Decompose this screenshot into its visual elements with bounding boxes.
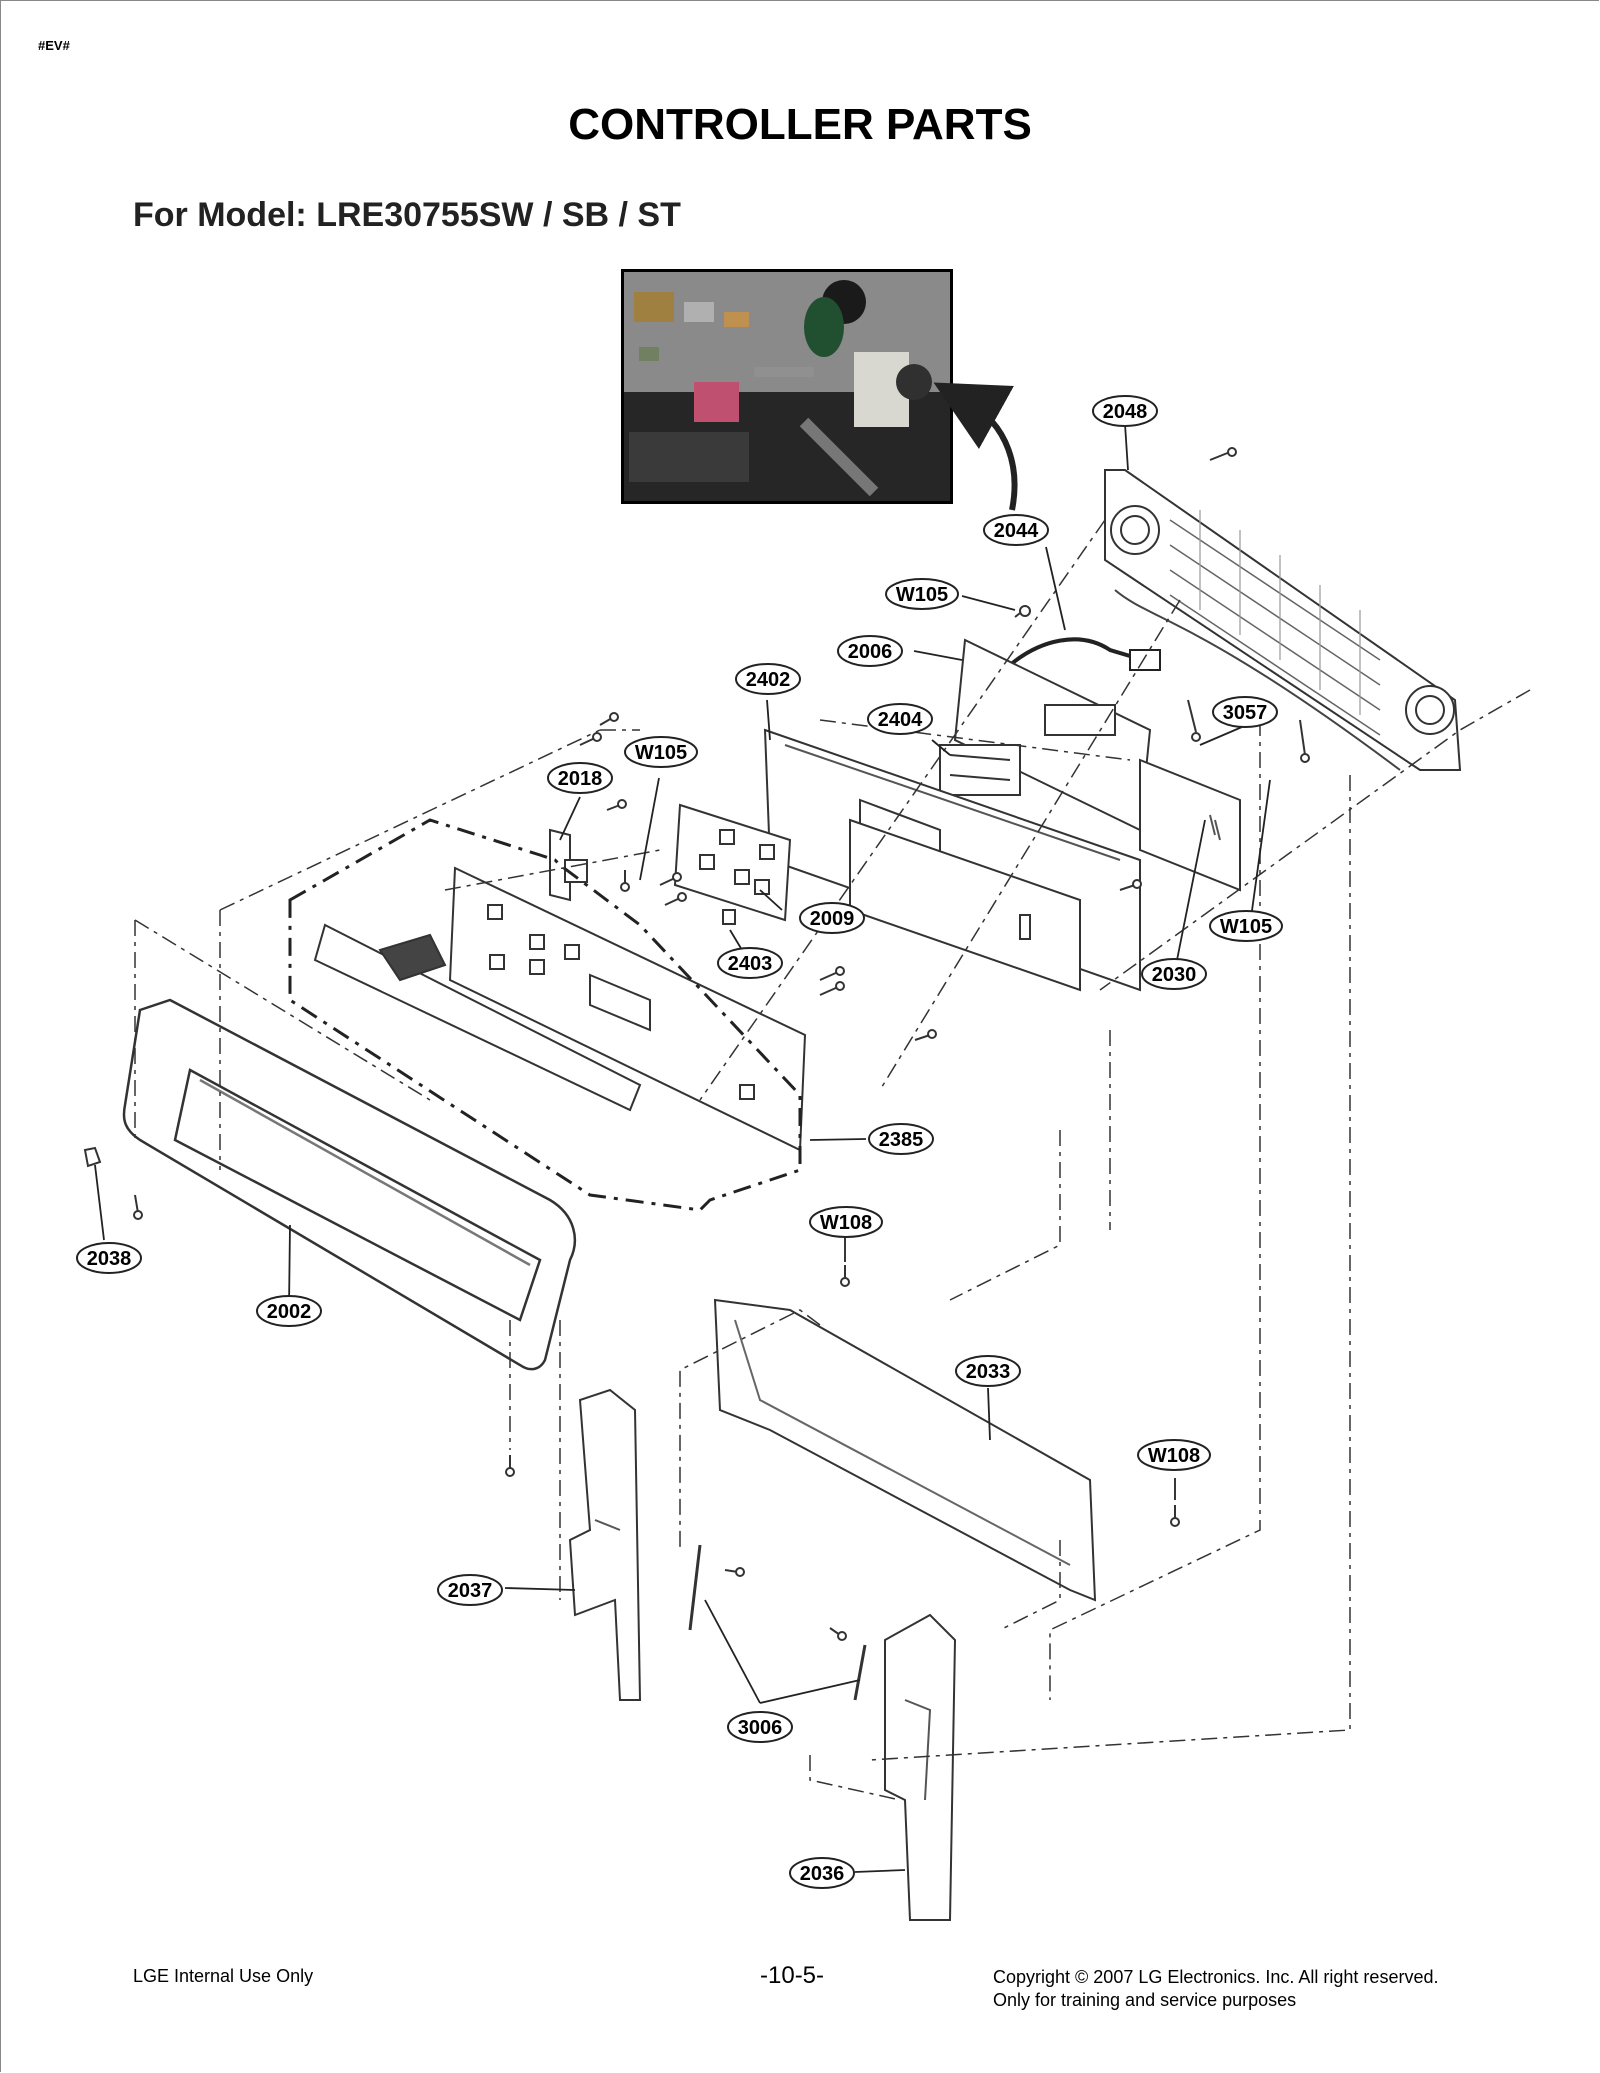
callout-2033 <box>955 1355 1021 1387</box>
callout-label-w108-right: W108 <box>1148 1445 1200 1467</box>
callout-w105-left <box>624 736 698 768</box>
alignment-lines <box>134 519 1531 1801</box>
callout-label-2036: 2036 <box>800 1863 845 1885</box>
page-title: CONTROLLER PARTS <box>568 100 1032 149</box>
callout-label-w108-top: W108 <box>820 1212 872 1234</box>
callout-3057 <box>1212 696 1278 728</box>
callout-2002 <box>256 1295 322 1327</box>
screw-set-rear <box>1014 447 1310 763</box>
callout-label-w105-top: W105 <box>896 584 948 606</box>
document-tag: #EV# <box>38 38 70 53</box>
callout-label-2009: 2009 <box>810 908 855 930</box>
callout-label-2044: 2044 <box>994 520 1039 542</box>
callout-2048 <box>1092 395 1158 427</box>
callout-2036 <box>789 1857 855 1889</box>
callout-w105-right <box>1209 910 1283 942</box>
footer-copyright: Copyright © 2007 LG Electronics. Inc. Al… <box>993 1966 1438 2012</box>
callout-label-3006: 3006 <box>738 1717 783 1739</box>
part-2002-front-trim <box>122 998 577 1371</box>
callout-label-2403: 2403 <box>728 953 773 975</box>
callout-label-2048: 2048 <box>1103 401 1148 423</box>
callout-label-2033: 2033 <box>966 1361 1011 1383</box>
pcb-photo-drawing <box>624 272 950 501</box>
callout-2403 <box>717 947 783 979</box>
part-2404-connector <box>939 744 1021 796</box>
callout-3006 <box>727 1711 793 1743</box>
callout-label-3057: 3057 <box>1223 702 1268 724</box>
model-subtitle: For Model: LRE30755SW / SB / ST <box>133 196 681 234</box>
footer-internal-notice: LGE Internal Use Only <box>133 1966 314 1986</box>
part-2044-connector <box>1129 649 1161 671</box>
callout-2006 <box>837 635 903 667</box>
leader-lines <box>94 423 1271 1873</box>
callout-w105-top <box>885 578 959 610</box>
part-2036-side-bracket <box>884 1613 957 1921</box>
callout-label-2404: 2404 <box>878 709 923 731</box>
part-2385-panel-frame <box>448 866 807 1152</box>
callout-2404 <box>867 703 933 735</box>
callout-label-2037: 2037 <box>448 1580 493 1602</box>
screw-set-front <box>505 712 1180 1641</box>
part-2030-rear-housing <box>849 758 1241 992</box>
assembly-group-outline <box>288 818 802 1212</box>
part-2044-cable <box>1008 637 1161 667</box>
callout-2385 <box>868 1123 934 1155</box>
callout-2038 <box>76 1242 142 1274</box>
photo-pointer-arrow <box>933 382 1018 511</box>
part-3006-springs <box>688 1544 867 1701</box>
part-2018-bracket <box>549 828 588 902</box>
callout-label-w105-left: W105 <box>635 742 687 764</box>
callout-2030 <box>1141 958 1207 990</box>
callout-label-w105-right: W105 <box>1220 916 1272 938</box>
part-2006-board-cover <box>953 638 1152 832</box>
pcb-photo <box>621 269 953 504</box>
callout-label-2402: 2402 <box>746 669 791 691</box>
callout-bubbles <box>76 395 1283 1889</box>
callout-label-2038: 2038 <box>87 1248 132 1270</box>
callout-labels: 2048 2044 W105 2006 2402 2404 3057 W105 … <box>87 401 1272 1885</box>
part-2038-bracket <box>83 1146 143 1220</box>
callout-label-2385: 2385 <box>879 1129 924 1151</box>
callout-2037 <box>437 1574 503 1606</box>
footer-page-number: -10-5- <box>760 1962 825 1989</box>
callout-2018 <box>547 762 613 794</box>
callout-w108-right <box>1137 1439 1211 1471</box>
callout-w108-top <box>809 1206 883 1238</box>
callout-2044 <box>983 514 1049 546</box>
copyright-text: Copyright © 2007 LG Electronics. Inc. Al… <box>993 1967 1439 1987</box>
usage-notice: Only for training and service purposes <box>993 1990 1297 2010</box>
callout-label-2018: 2018 <box>558 768 603 790</box>
callout-label-2030: 2030 <box>1152 964 1197 986</box>
callout-2402 <box>735 663 801 695</box>
callout-2009 <box>799 902 865 934</box>
callout-label-2002: 2002 <box>267 1301 312 1323</box>
part-2033-lower-bracket <box>713 1298 1097 1602</box>
part-2048-rear-panel <box>1104 469 1462 771</box>
part-display-window <box>313 923 642 1112</box>
callout-label-2006: 2006 <box>848 641 893 663</box>
part-2037-side-bracket <box>568 1388 642 1701</box>
